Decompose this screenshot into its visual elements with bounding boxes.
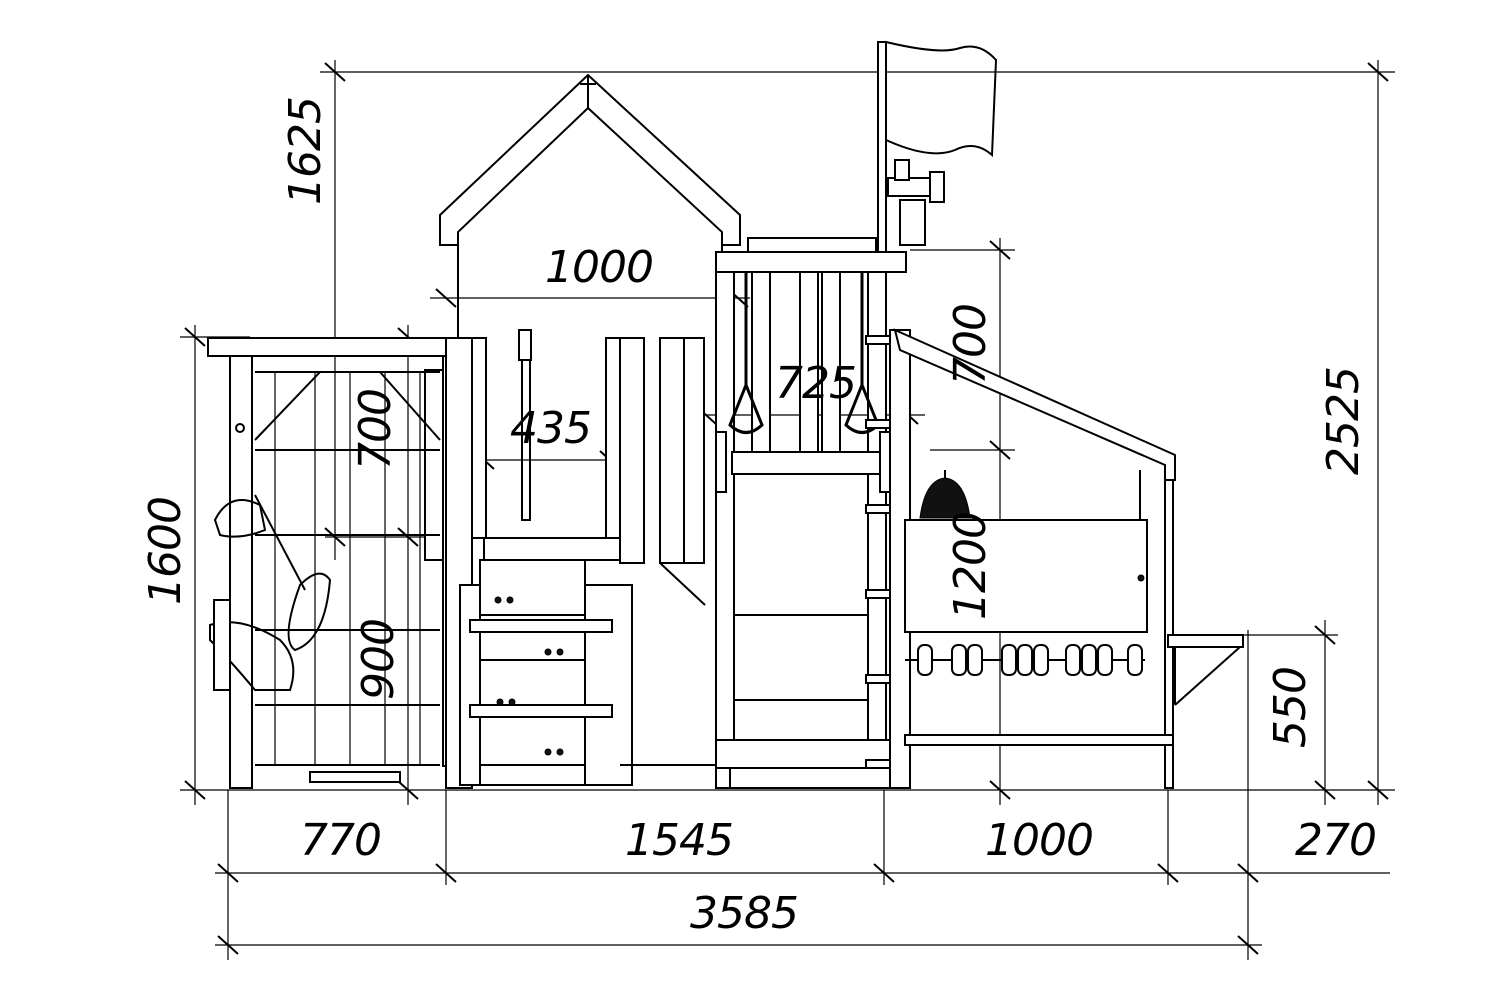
dim-seg-end: 270 bbox=[1295, 815, 1376, 866]
dim-total-height: 2525 bbox=[1318, 367, 1369, 475]
ring-tower bbox=[715, 40, 998, 789]
dim-seg-left: 770 bbox=[300, 815, 381, 866]
dim-seg-right: 1000 bbox=[985, 815, 1093, 866]
house-center bbox=[439, 73, 741, 789]
dimension-labels: 1625 2525 1600 700 900 700 1200 550 1000… bbox=[140, 97, 1377, 939]
dim-house-width: 1000 bbox=[545, 242, 653, 293]
dim-seg-center: 1545 bbox=[625, 815, 733, 866]
dim-door-width: 435 bbox=[510, 403, 591, 454]
dim-left-height: 1600 bbox=[140, 497, 191, 605]
dim-slide-rise: 700 bbox=[945, 304, 996, 385]
dim-overall-width: 3585 bbox=[690, 888, 798, 939]
dim-ring-spacing: 725 bbox=[775, 358, 856, 409]
dim-bench-height: 550 bbox=[1265, 667, 1316, 748]
dim-left-lower: 900 bbox=[353, 619, 404, 700]
dim-roof-height: 1625 bbox=[280, 97, 331, 205]
dim-panel-height: 1200 bbox=[945, 512, 996, 620]
dim-left-upper: 700 bbox=[350, 389, 401, 470]
right-slide-section bbox=[889, 328, 1244, 789]
